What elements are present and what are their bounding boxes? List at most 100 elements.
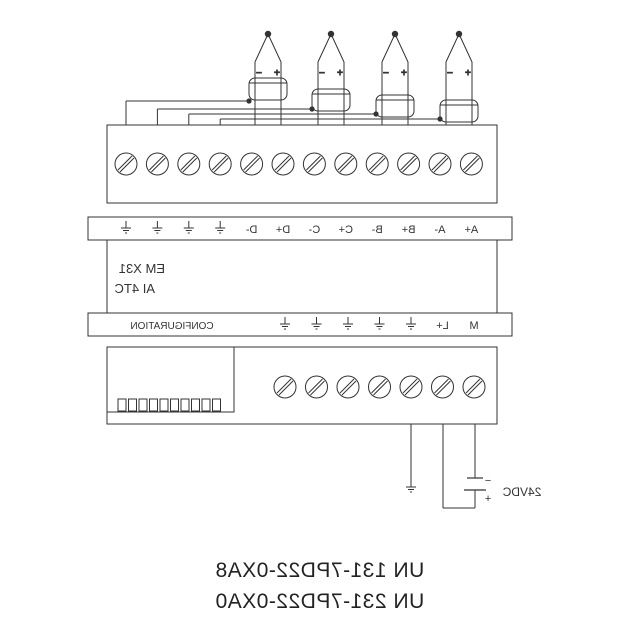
screw-head [431,375,454,399]
top-screw-terminal [459,152,483,176]
ground-icon [374,317,385,330]
top-screw-terminal [397,152,421,176]
top-label-strip [87,216,513,241]
screw-slot [373,380,388,396]
screw-slot [370,157,386,173]
module-name: EM X31 [119,261,165,276]
screw-slot [339,378,355,394]
cable-shield [375,94,415,118]
screw-head [462,375,486,399]
terminal-label: B+ [402,224,416,236]
top-screw-terminal [365,152,389,176]
dip-switch [159,398,169,412]
ground-icon [121,221,131,234]
screw-slot [337,155,353,171]
cable-shield [248,77,288,101]
top-screw-terminal [145,152,169,176]
screw-slot [368,155,384,171]
plus-sign: + [401,68,407,79]
screw-slot [402,157,417,173]
supply-minus-sign: − [485,475,491,487]
cable-shield [439,99,479,123]
screw-slot [180,155,196,171]
screw-head [302,152,326,176]
screw-slot [119,157,135,173]
minus-sign: − [383,68,389,79]
screw-slot [278,380,294,396]
screw-head [368,375,391,399]
screw-slot [243,155,258,171]
terminal-label: A+ [465,224,479,236]
top-screw-terminal [334,152,358,176]
screw-head [240,152,264,176]
ground-icon [280,317,290,330]
terminal-label: B- [371,224,382,236]
screw-slot [400,155,415,171]
ground-icon [215,221,226,234]
ground-icon [183,221,194,234]
screw-slot [117,155,133,171]
screw-slot [463,155,478,171]
config-switch-window [106,346,235,413]
terminal-label: C- [308,224,320,236]
cable-shield [311,88,351,112]
ground-icon [406,480,416,493]
top-screw-terminal [302,152,326,176]
dip-switch [149,398,158,412]
screw-slot [245,157,260,173]
bottom-screw-terminal [336,375,360,399]
screw-slot [431,155,447,171]
top-screw-terminal [208,152,232,176]
screw-head [365,152,389,176]
screw-head [177,152,201,176]
screw-head [399,375,423,399]
screw-slot [274,155,290,171]
screw-slot [404,380,420,396]
top-screw-terminal [428,152,452,176]
config-label-strip [87,312,513,337]
ground-icon [152,221,163,234]
dip-switch [128,398,137,412]
minus-sign: − [256,68,262,79]
minus-sign: − [319,68,325,79]
terminal-label: L+ [436,320,449,332]
top-screw-terminal [240,152,264,176]
screw-slot [306,155,321,171]
ground-icon [406,317,416,330]
top-screw-terminal [271,152,295,176]
screw-head [336,375,360,399]
screw-slot [308,378,323,394]
supply-label: 24VDC [502,485,541,499]
minus-sign: − [447,68,453,79]
terminal-label: M [469,320,478,332]
order-number-1: UN 131-7PD22-0XA8 [214,559,425,582]
screw-slot [211,155,227,171]
screw-slot [276,157,292,173]
bottom-screw-terminal [462,375,486,399]
order-number-2: UN 231-7PD22-0XA0 [214,590,425,613]
screw-slot [151,157,166,173]
bottom-screw-terminal [399,375,423,399]
supply-plus-sign: + [485,493,491,505]
bottom-screw-terminal [431,375,454,399]
dip-switch [117,398,127,412]
dip-switch [138,398,148,412]
dip-switch [180,398,190,412]
dip-switch [201,398,211,412]
screw-head [305,375,328,399]
screw-slot [465,157,480,173]
screw-head [397,152,421,176]
plus-sign: + [274,68,280,79]
plus-sign: + [337,68,343,79]
top-screw-terminal [114,152,138,176]
configuration-label: CONFIGURATION [130,321,213,332]
screw-slot [434,378,449,394]
screw-head [273,375,297,399]
screw-slot [465,378,481,394]
screw-head [334,152,358,176]
screw-slot [433,157,449,173]
plus-sign: + [465,68,471,79]
bottom-screw-terminal [305,375,328,399]
screw-head [145,152,169,176]
screw-head [208,152,232,176]
